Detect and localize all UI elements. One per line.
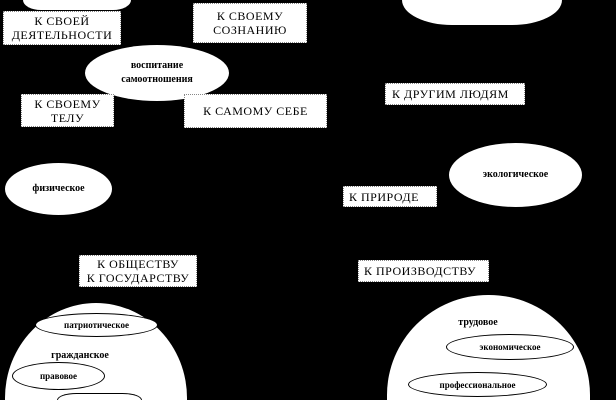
label-line: ТЕЛУ xyxy=(50,110,85,125)
ellipse-text: самоотношения xyxy=(121,74,193,85)
label-production: К ПРОИЗВОДСТВУ xyxy=(358,260,489,282)
ellipse-professional: профессиональное xyxy=(408,372,547,397)
ellipse-top-right xyxy=(402,0,562,25)
ellipse-text: воспитание xyxy=(130,60,184,71)
label-nature: К ПРИРОДЕ xyxy=(343,186,437,207)
ellipse-patriotic: патриотическое xyxy=(35,313,158,337)
ellipse-self-attitude: воспитание самоотношения xyxy=(85,45,229,101)
ellipse-top-left xyxy=(23,0,131,10)
ellipse-legal: правовое xyxy=(12,362,105,390)
label-self: К САМОМУ СЕБЕ xyxy=(184,94,327,128)
label-line: К СВОЕМУ xyxy=(216,9,284,23)
ellipse-ecological: экологическое xyxy=(449,143,582,207)
ellipse-bottom-partial xyxy=(57,393,142,400)
ellipse-physical: физическое xyxy=(5,163,112,215)
label-line: К СВОЕЙ xyxy=(34,14,90,28)
label-line: К ОБЩЕСТВУ xyxy=(97,257,179,271)
label-line: СОЗНАНИЮ xyxy=(213,23,287,37)
label-others: К ДРУГИМ ЛЮДЯМ xyxy=(385,83,525,105)
label-line: К СВОЕМУ xyxy=(34,96,101,111)
label-line: К ГОСУДАРСТВУ xyxy=(86,271,190,285)
label-line: ДЕЯТЕЛЬНОСТИ xyxy=(11,28,113,42)
text-labor: трудовое xyxy=(458,317,498,328)
ellipse-economic: экономическое xyxy=(446,334,574,360)
text-civic: гражданское xyxy=(51,350,109,361)
